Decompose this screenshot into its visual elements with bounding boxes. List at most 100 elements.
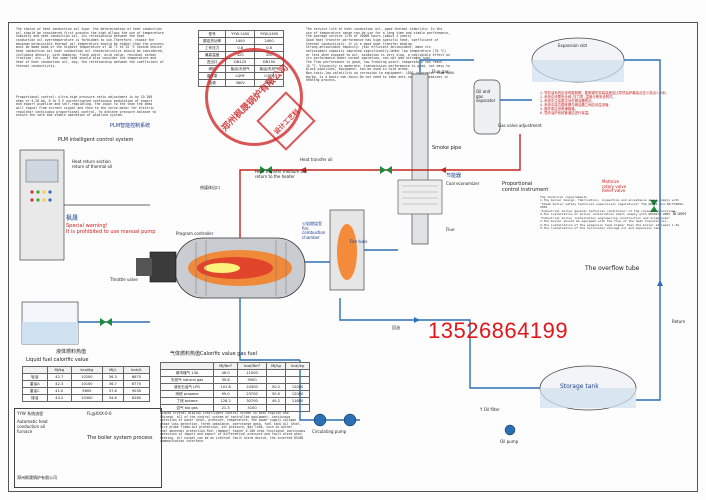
throttle-label: Throttle valve bbox=[110, 277, 138, 282]
notes-cn: 1.导热油系统应设有膨胀罐，膨胀罐的安装高度应比导热油炉最高点至少高出1.5米。… bbox=[540, 91, 669, 115]
fire-chamber-label: 火焰燃烧室 fire combustion chamber bbox=[302, 221, 326, 240]
gas-table-cell: 9500 bbox=[237, 376, 267, 384]
proportional-label: Proportional control instrument bbox=[502, 181, 549, 193]
gas-table-cell: 23700 bbox=[237, 390, 267, 398]
liquid-table-cell: 9800 bbox=[71, 387, 103, 395]
liquid-table-cell: 轻油 bbox=[22, 373, 48, 381]
sheet-title: YYW 系统流程 bbox=[17, 411, 44, 416]
liquid-table-header: MJ/L bbox=[101, 366, 124, 374]
oil-gas-separator bbox=[473, 79, 501, 135]
hot-oil-outlet-label: 热媒体出口 bbox=[200, 185, 220, 190]
circ-pump-label: Circulating pump bbox=[312, 429, 347, 434]
gas-table-cell: 12000 bbox=[285, 383, 310, 391]
liquid-table-title: Liquid fuel calorific value bbox=[26, 357, 89, 363]
gas-table-header: kcal/Nm³ bbox=[237, 362, 267, 370]
heat-transfer-oil-label: Heat transfer oil bbox=[300, 157, 333, 162]
gas-table-cell bbox=[265, 376, 287, 384]
coal-economizer-label: Coal economizer bbox=[446, 181, 480, 186]
gas-table-title: 气体燃料热值Calorific value gas fuel bbox=[170, 351, 258, 357]
liquid-table-cell: 重油C bbox=[22, 387, 48, 395]
to-user-label: To user bbox=[672, 211, 687, 216]
top-table-cell: 电源 bbox=[197, 79, 227, 87]
gas-table-header: MJ/kg bbox=[265, 362, 287, 370]
gas-table-cell: 12000 bbox=[285, 390, 310, 398]
liquid-table-cell: 8260 bbox=[122, 394, 151, 402]
pipe-supply-riser bbox=[474, 134, 521, 171]
gas-table-cell: 39.8 bbox=[213, 376, 239, 384]
economizer-fins bbox=[402, 185, 438, 205]
plm-system-cn: PLM智能控制系统 bbox=[110, 123, 151, 129]
expansion-slot-label: Expansion slot bbox=[558, 43, 588, 48]
pipe-overflow-to-storage bbox=[636, 360, 661, 401]
pipe-drain bbox=[239, 298, 300, 361]
valves bbox=[100, 166, 658, 326]
fuel-tank-level bbox=[22, 322, 78, 344]
special-warning-cn: 枫晟 bbox=[66, 215, 79, 222]
smoke-pipe-label: Smoke pipe bbox=[432, 145, 462, 151]
burner-fan bbox=[136, 258, 152, 276]
gas-table-cell bbox=[285, 404, 310, 412]
top-table-cell: 380V bbox=[254, 79, 284, 87]
gas-table-header: MJ/Nm³ bbox=[213, 362, 239, 370]
pipe-expansion-overflow bbox=[624, 59, 661, 360]
gas-table-cell bbox=[265, 369, 287, 377]
oil-pump bbox=[504, 424, 516, 436]
liquid-table-cell: 42.3 bbox=[46, 380, 73, 388]
circulating-pumps bbox=[313, 413, 357, 427]
chimney bbox=[411, 73, 429, 245]
plm-screen bbox=[25, 159, 59, 183]
gas-table-cell: 液化石油气 LPG bbox=[159, 383, 215, 391]
gas-table-cell: 丙烷 propane bbox=[159, 390, 215, 398]
gas-table-cell: 11800 bbox=[285, 397, 310, 405]
flue-label: Flue bbox=[446, 227, 455, 232]
pipe-chimney-top bbox=[419, 59, 474, 74]
liquid-table-cell: 8670 bbox=[122, 373, 151, 381]
oil-gas-separator-label: Oil and gas separator bbox=[476, 89, 496, 104]
drawing-frame bbox=[8, 22, 698, 492]
oil-pump-label: Oil pump bbox=[500, 439, 519, 444]
drawing-number: FL@XXX-0-0 bbox=[87, 411, 112, 416]
return-user-label: Return bbox=[672, 319, 686, 324]
return-arrows bbox=[414, 280, 663, 323]
program-label: Program controller bbox=[176, 231, 214, 236]
company-name: 郑州枫晟锅炉有限公司 bbox=[17, 475, 57, 480]
boiler-coils bbox=[195, 240, 287, 296]
intro-text-right: The service life of heat conduction oil,… bbox=[306, 27, 454, 83]
gas-table-cell bbox=[285, 376, 310, 384]
liquid-table-cell: 41.0 bbox=[46, 387, 73, 395]
liquid-table-header: MJ/kg bbox=[46, 366, 73, 374]
storage-tank-label: Storage tank bbox=[560, 383, 599, 390]
coal-economizer-cn: 节能器 bbox=[446, 173, 462, 179]
liquid-table-cell: 8770 bbox=[122, 380, 151, 388]
liquid-table-cell: 37.8 bbox=[101, 387, 124, 395]
liquid-table-cell: 43.2 bbox=[46, 394, 73, 402]
liquid-table-cell: 42.7 bbox=[46, 373, 73, 381]
gas-table-cell: 46.0 bbox=[213, 369, 239, 377]
liquid-table-cell: 36.7 bbox=[101, 380, 124, 388]
flow-arrows bbox=[300, 167, 446, 173]
motor-note-label: Motorize rotary valve Relief valve bbox=[602, 179, 627, 194]
pipe-return-to-boiler bbox=[339, 298, 380, 321]
overflow-label: The overflow tube bbox=[585, 265, 640, 272]
liquid-table-cell: 10300 bbox=[71, 394, 103, 402]
intro-text-left: The choice of heat conduction oil type: … bbox=[16, 27, 164, 68]
special-warning-label: Special warning! It is prohibited to use… bbox=[66, 223, 156, 235]
fire-tube-label: Fire tube bbox=[350, 239, 368, 244]
chamber-flame bbox=[337, 224, 357, 280]
valve-adjust-label: Gas valve adjustment bbox=[498, 123, 542, 128]
gas-table-cell bbox=[265, 404, 287, 412]
